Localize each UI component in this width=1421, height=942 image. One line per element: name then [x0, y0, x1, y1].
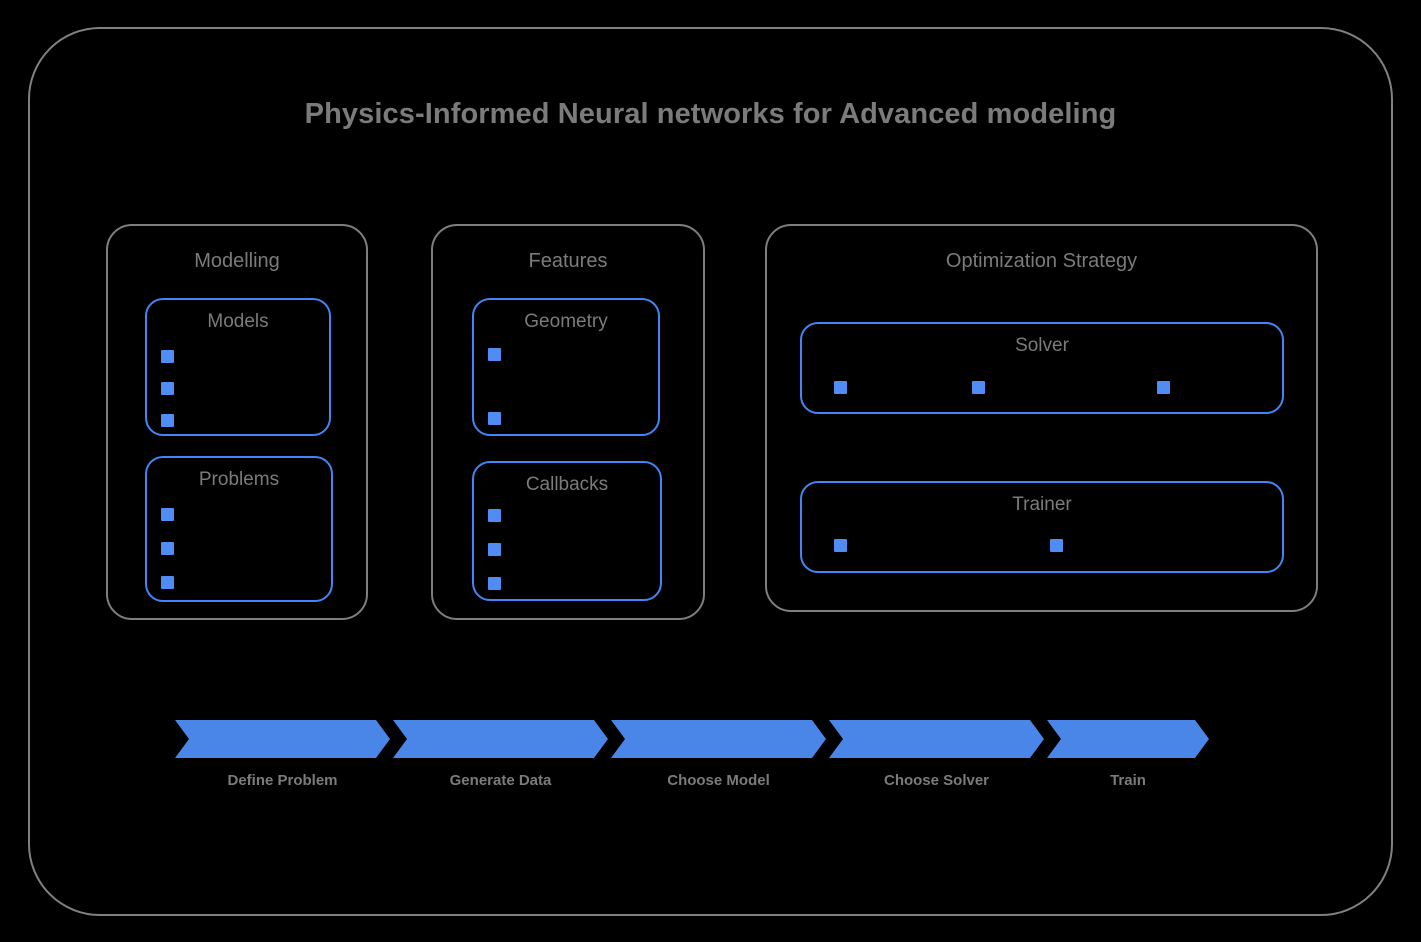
flow-step-4[interactable] [829, 720, 1044, 758]
list-item[interactable] [161, 505, 177, 524]
cube-icon [161, 411, 177, 427]
cube-icon [834, 536, 850, 552]
flow-step-1[interactable] [175, 720, 390, 758]
cube-icon [488, 345, 504, 361]
group-title-optimization-strategy: Optimization Strategy [945, 250, 1138, 272]
group-optimization-strategy: Optimization Strategy [765, 224, 1318, 612]
list-item[interactable] [161, 573, 177, 592]
panel-title-trainer: Trainer [1012, 494, 1072, 515]
flow-step-5[interactable] [1047, 720, 1209, 758]
cube-icon [488, 409, 504, 425]
flow-step-3[interactable] [611, 720, 826, 758]
panel-title-models: Models [207, 311, 269, 332]
cube-icon [161, 539, 177, 555]
cube-icon [161, 347, 177, 363]
cube-icon [1050, 536, 1066, 552]
panel-solver: Solver [800, 322, 1284, 414]
page-title: Physics-Informed Neural networks for Adv… [304, 98, 1117, 130]
panel-title-solver: Solver [1015, 335, 1069, 356]
flow-label-3: Choose Model [667, 772, 770, 789]
list-item[interactable] [488, 540, 504, 559]
list-item[interactable] [1050, 536, 1066, 555]
group-modelling: Modelling [106, 224, 368, 620]
panel-trainer: Trainer [800, 481, 1284, 573]
panel-models: Models [145, 298, 331, 436]
list-item[interactable] [834, 378, 850, 397]
flow-label-2: Generate Data [449, 772, 552, 789]
panel-title-problems: Problems [198, 469, 280, 490]
panel-problems: Problems [145, 456, 333, 602]
cube-icon [488, 506, 504, 522]
cube-icon [972, 378, 988, 394]
panel-title-geometry: Geometry [524, 311, 608, 332]
flow-label-5: Train [1110, 772, 1146, 789]
list-item[interactable] [488, 409, 504, 428]
group-title-modelling: Modelling [194, 250, 280, 272]
cube-icon [488, 574, 504, 590]
list-item[interactable] [161, 379, 177, 398]
list-item[interactable] [161, 539, 177, 558]
cube-icon [1157, 378, 1173, 394]
list-item[interactable] [161, 347, 177, 366]
cube-icon [488, 540, 504, 556]
list-item[interactable] [488, 345, 504, 364]
panel-title-callbacks: Callbacks [525, 474, 609, 495]
group-features: Features [431, 224, 705, 620]
list-item[interactable] [972, 378, 988, 397]
outer-frame [28, 27, 1393, 916]
cube-icon [161, 573, 177, 589]
list-item[interactable] [488, 574, 504, 593]
flow-label-4: Choose Solver [883, 772, 990, 789]
cube-icon [161, 505, 177, 521]
group-title-features: Features [528, 250, 608, 272]
flow-label-1: Define Problem [227, 772, 338, 789]
list-item[interactable] [834, 536, 850, 555]
list-item[interactable] [488, 506, 504, 525]
panel-callbacks: Callbacks [472, 461, 662, 601]
flow-step-2[interactable] [393, 720, 608, 758]
cube-icon [834, 378, 850, 394]
panel-geometry: Geometry [472, 298, 660, 436]
list-item[interactable] [1157, 378, 1173, 397]
list-item[interactable] [161, 411, 177, 430]
cube-icon [161, 379, 177, 395]
